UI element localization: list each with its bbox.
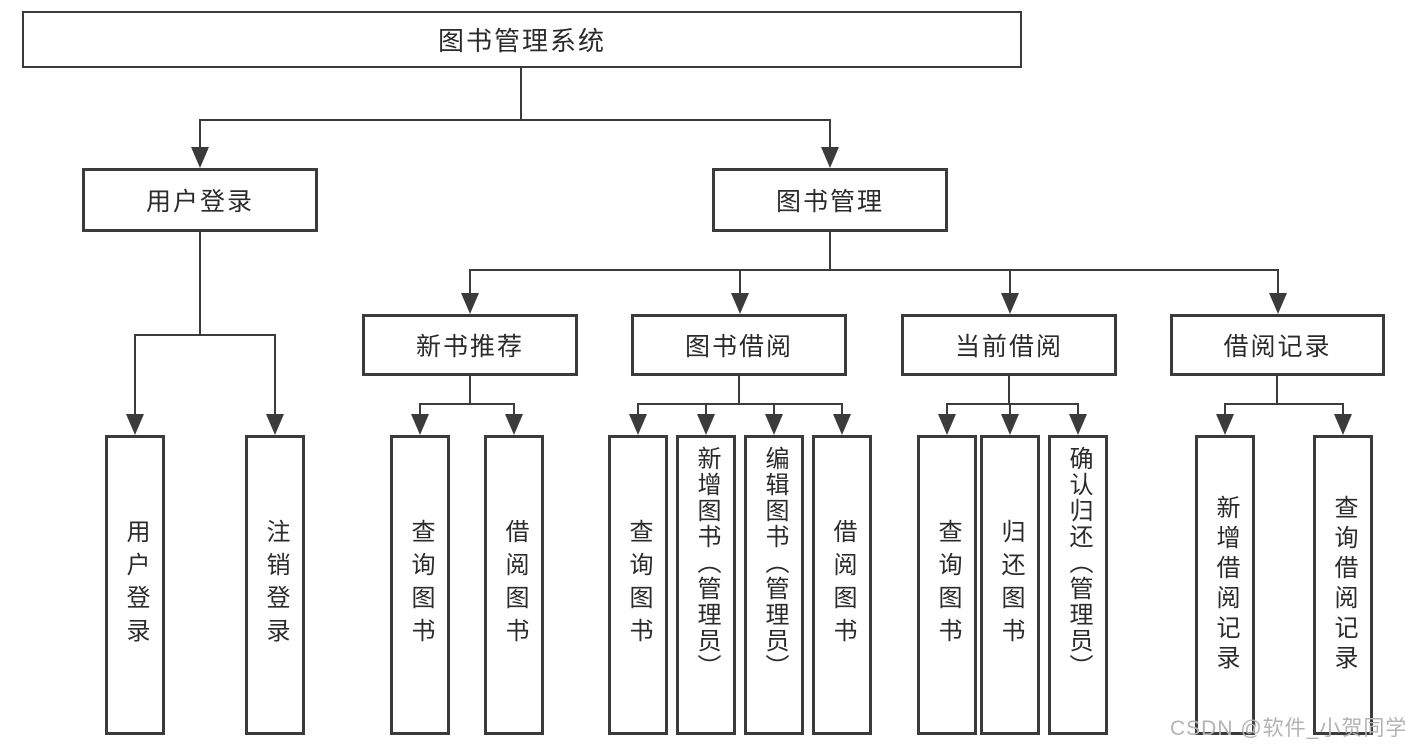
arrow-down-icon: [1069, 414, 1087, 435]
leaf-return-books-label: 归还图书: [997, 519, 1024, 651]
connector-root-hline: [199, 119, 831, 121]
leaf-query-books-recommend: 查询图书: [390, 435, 450, 735]
node-book-borrowing: 图书借阅: [631, 314, 847, 376]
leaf-borrow-books-borrowing: 借阅图书: [812, 435, 872, 735]
arrow-down-icon: [266, 414, 284, 435]
connector-leaf-stub: [841, 403, 843, 417]
leaf-borrow-books-borrowing-label: 借阅图书: [829, 519, 856, 651]
arrow-down-icon: [697, 414, 715, 435]
connector-leaf-stub: [1342, 403, 1344, 417]
leaf-add-borrow-record: 新增借阅记录: [1195, 435, 1255, 735]
connector-new-book-recommend-hline: [419, 403, 515, 405]
leaf-add-borrow-record-label: 新增借阅记录: [1212, 495, 1239, 675]
connector-to-new-book-recommend: [469, 269, 471, 296]
connector-current-borrowing-stem: [1008, 376, 1010, 405]
arrow-down-icon: [1001, 293, 1019, 314]
leaf-borrow-books-recommend: 借阅图书: [484, 435, 544, 735]
connector-to-borrowing-records: [1277, 269, 1279, 296]
node-new-book-recommend: 新书推荐: [362, 314, 578, 376]
connector-leaf-stub: [1009, 403, 1011, 417]
leaf-query-books-borrowing-label: 查询图书: [625, 519, 652, 651]
leaf-query-books-borrowing: 查询图书: [608, 435, 668, 735]
arrow-down-icon: [1001, 414, 1019, 435]
leaf-query-books-current-label: 查询图书: [934, 519, 961, 651]
leaf-logout: 注销登录: [245, 435, 305, 735]
arrow-down-icon: [833, 414, 851, 435]
connector-current-borrowing-hline: [946, 403, 1079, 405]
leaf-confirm-return-admin: 确认归还（管理员）: [1048, 435, 1108, 735]
arrow-down-icon: [1216, 414, 1234, 435]
leaf-logout-label: 注销登录: [262, 519, 289, 651]
leaf-user-login: 用户登录: [105, 435, 165, 735]
connector-leaf-stub: [946, 403, 948, 417]
connector-to-book-borrowing: [739, 269, 741, 296]
arrow-down-icon: [938, 414, 956, 435]
leaf-add-books-admin: 新增图书（管理员）: [676, 435, 736, 735]
arrow-down-icon: [461, 293, 479, 314]
leaf-query-books-current: 查询图书: [917, 435, 977, 735]
node-user-login: 用户登录: [82, 168, 318, 232]
connector-leaf-stub: [1077, 403, 1079, 417]
connector-leaf-stub: [705, 403, 707, 417]
node-root: 图书管理系统: [22, 11, 1022, 68]
connector-book-management-stem: [829, 232, 831, 271]
arrow-down-icon: [821, 147, 839, 168]
connector-to-leaf-logout: [274, 334, 276, 416]
leaf-edit-books-admin-label: 编辑图书（管理员）: [761, 446, 788, 680]
arrow-down-icon: [1269, 293, 1287, 314]
leaf-edit-books-admin: 编辑图书（管理员）: [744, 435, 804, 735]
arrow-down-icon: [765, 414, 783, 435]
arrow-down-icon: [629, 414, 647, 435]
arrow-down-icon: [191, 147, 209, 168]
leaf-add-books-admin-label: 新增图书（管理员）: [693, 446, 720, 680]
node-current-borrowing: 当前借阅: [901, 314, 1117, 376]
leaf-query-books-recommend-label: 查询图书: [407, 519, 434, 651]
arrow-down-icon: [1334, 414, 1352, 435]
node-borrowing-records: 借阅记录: [1170, 314, 1385, 376]
connector-user-login-stem: [199, 232, 201, 336]
arrow-down-icon: [505, 414, 523, 435]
leaf-user-login-label: 用户登录: [122, 519, 149, 651]
leaf-borrow-books-recommend-label: 借阅图书: [501, 519, 528, 651]
connector-new-book-recommend-stem: [469, 376, 471, 405]
connector-leaf-stub: [1224, 403, 1226, 417]
leaf-confirm-return-admin-label: 确认归还（管理员）: [1065, 446, 1092, 680]
connector-user-login-hline: [134, 334, 276, 336]
connector-root-stem: [520, 68, 522, 120]
arrow-down-icon: [126, 414, 144, 435]
connector-leaf-stub: [513, 403, 515, 417]
connector-borrowing-records-hline: [1224, 403, 1344, 405]
arrow-down-icon: [411, 414, 429, 435]
leaf-query-borrow-record-label: 查询借阅记录: [1330, 495, 1357, 675]
connector-borrowing-records-stem: [1276, 376, 1278, 405]
arrow-down-icon: [731, 293, 749, 314]
connector-book-borrowing-stem: [738, 376, 740, 405]
connector-leaf-stub: [773, 403, 775, 417]
connector-book-management-hline: [469, 269, 1279, 271]
connector-to-user-login: [199, 119, 201, 149]
node-book-management: 图书管理: [712, 168, 948, 232]
connector-leaf-stub: [419, 403, 421, 417]
connector-leaf-stub: [637, 403, 639, 417]
connector-to-book-management: [829, 119, 831, 149]
connector-book-borrowing-hline: [637, 403, 843, 405]
connector-to-current-borrowing: [1009, 269, 1011, 296]
csdn-watermark: CSDN @软件_小贺同学: [1170, 717, 1405, 740]
connector-to-leaf-user-login: [134, 334, 136, 416]
leaf-query-borrow-record: 查询借阅记录: [1313, 435, 1373, 735]
leaf-return-books: 归还图书: [980, 435, 1040, 735]
